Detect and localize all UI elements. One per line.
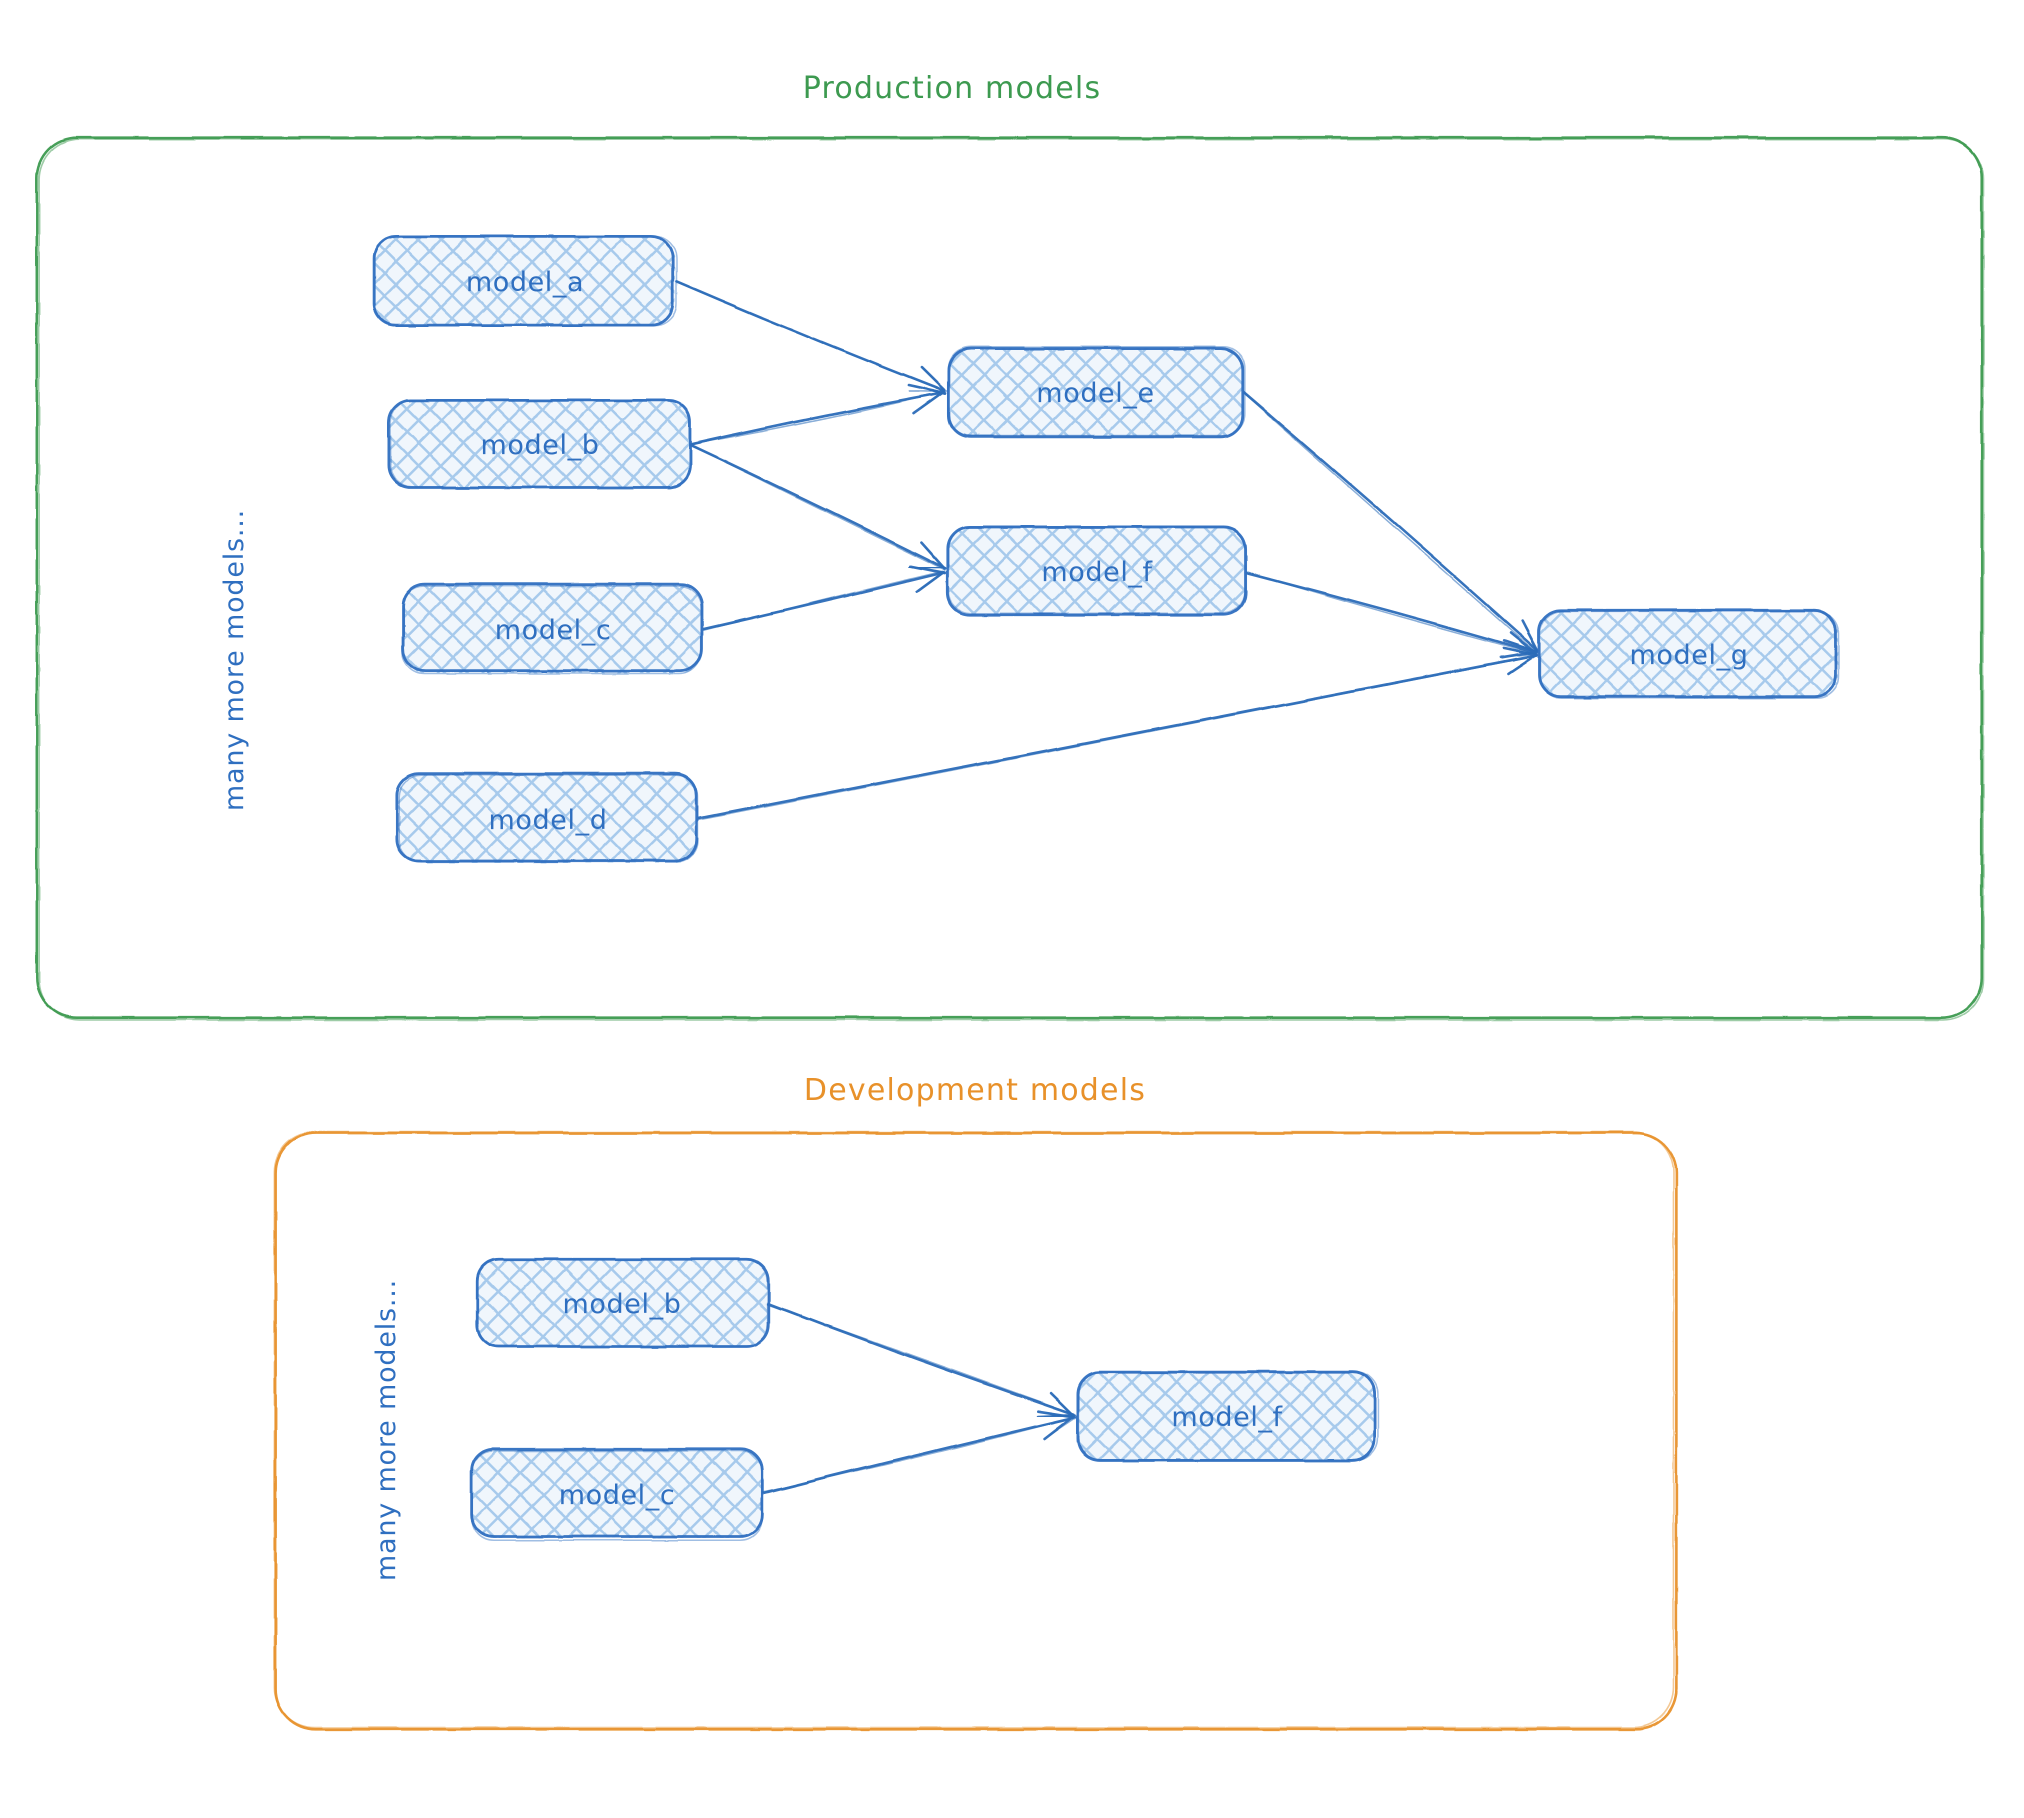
model-node-label: model_b (563, 1289, 682, 1320)
edge-model_d-to-model_g (696, 646, 1539, 821)
model-node-label: model_g (1630, 640, 1749, 671)
model-node-dev_model_c[interactable]: model_c (470, 1447, 764, 1542)
model-node-model_g[interactable]: model_g (1537, 608, 1840, 700)
group-container-production (35, 136, 1985, 1021)
group-title-production: Production models (803, 71, 1102, 106)
model-node-label: model_a (466, 267, 584, 298)
group-title-development: Development models (804, 1073, 1146, 1108)
model-node-model_d[interactable]: model_d (395, 772, 699, 863)
labels-layer: Production models many more models... Deve… (219, 71, 1146, 1581)
edge-model_c-to-model_f (700, 564, 947, 631)
nodes-layer: model_a model_b model_c model_d model_emodel… (372, 234, 1840, 1542)
model-node-model_b[interactable]: model_b (387, 398, 692, 489)
edge-model_b-to-model_f (688, 443, 947, 571)
model-node-label: model_c (495, 615, 612, 646)
model-node-dev_model_f[interactable]: model_f (1076, 1370, 1379, 1462)
model-node-model_c[interactable]: model_c (401, 582, 704, 675)
edges-layer (673, 280, 1540, 1495)
model-node-label: model_f (1041, 557, 1153, 588)
edge-model_a-to-model_e (673, 280, 948, 393)
model-node-model_f[interactable]: model_f (945, 525, 1248, 617)
model-node-model_a[interactable]: model_a (372, 234, 678, 327)
model-node-label: model_b (481, 430, 600, 461)
edge-dev_model_b-to-dev_model_f (765, 1302, 1077, 1418)
edge-dev_model_c-to-dev_model_f (761, 1409, 1077, 1495)
edge-model_b-to-model_e (688, 384, 947, 446)
model-node-model_e[interactable]: model_e (947, 345, 1246, 439)
side-label-many-more-models-production: many more models... (219, 509, 250, 811)
model-node-dev_model_b[interactable]: model_b (475, 1257, 771, 1348)
group-containers (35, 136, 1985, 1731)
model-node-label: model_e (1036, 378, 1154, 409)
side-label-many-more-models-development: many more models... (371, 1279, 402, 1581)
model-node-label: model_c (559, 1480, 676, 1511)
model-node-label: model_f (1171, 1402, 1283, 1433)
model-node-label: model_d (489, 805, 608, 836)
group-container-development (273, 1131, 1678, 1731)
edge-model_e-to-model_g (1240, 389, 1540, 653)
